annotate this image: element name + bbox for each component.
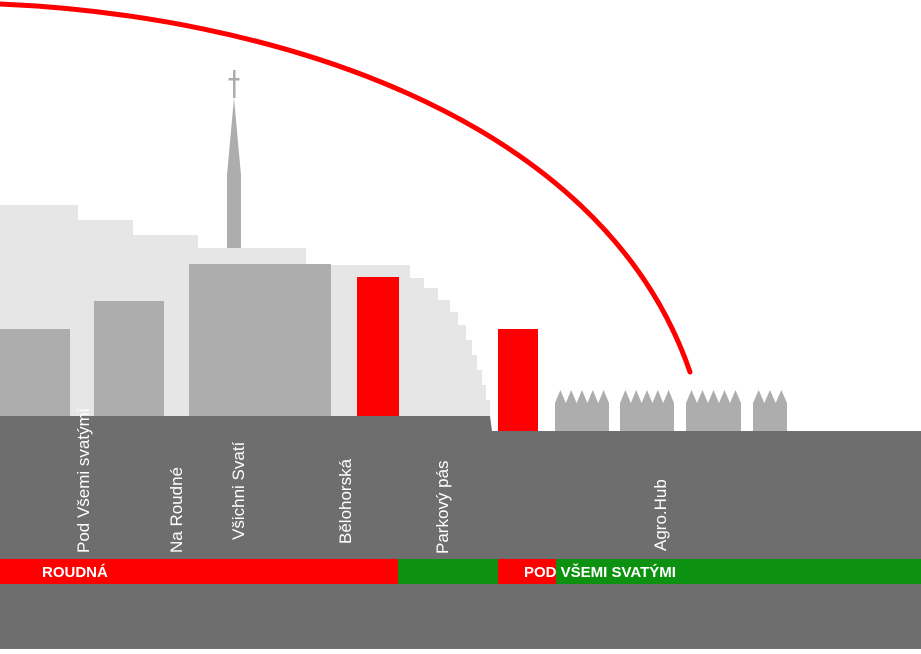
street-label-parkovy-pas: Parkový pás xyxy=(433,460,452,554)
horizon-arc xyxy=(0,1,693,375)
building-na-roudne xyxy=(94,301,164,416)
zone-label-pod-vsemi-svatymi: POD VŠEMI SVATÝMI xyxy=(524,564,676,581)
building-small-left xyxy=(0,400,30,416)
church-spire xyxy=(227,98,241,248)
spire-cross-horizontal xyxy=(228,78,240,81)
street-label-belohorska: Bělohorská xyxy=(336,458,355,544)
greenhouse-block xyxy=(753,390,787,431)
street-label-na-roudne: Na Roudné xyxy=(167,466,186,553)
zone-label-roudna: ROUDNÁ xyxy=(42,564,108,581)
zone-bar-gap-green xyxy=(398,559,498,584)
greenhouse-group xyxy=(555,390,787,431)
street-label-pod-vsemi-svatymi: Pod Všemi svatými xyxy=(74,408,93,553)
greenhouse-block xyxy=(686,390,741,431)
highlight-building-belohorska xyxy=(357,277,399,416)
greenhouse-block xyxy=(555,390,609,431)
building-vsichni-svati xyxy=(189,264,331,416)
street-label-vsichni-svati: Všichni Svatí xyxy=(229,441,248,540)
zone-bar-roudna xyxy=(0,559,398,584)
spire-cross-vertical xyxy=(233,70,236,98)
zone-bar-pod-vsemi-red xyxy=(498,559,556,584)
zone-bar-pod-vsemi-green xyxy=(556,559,921,584)
ground-terrain xyxy=(0,416,921,649)
greenhouse-block xyxy=(620,390,674,431)
street-label-agro-hub: Agro.Hub xyxy=(651,479,670,551)
highlight-building-park xyxy=(498,329,538,431)
